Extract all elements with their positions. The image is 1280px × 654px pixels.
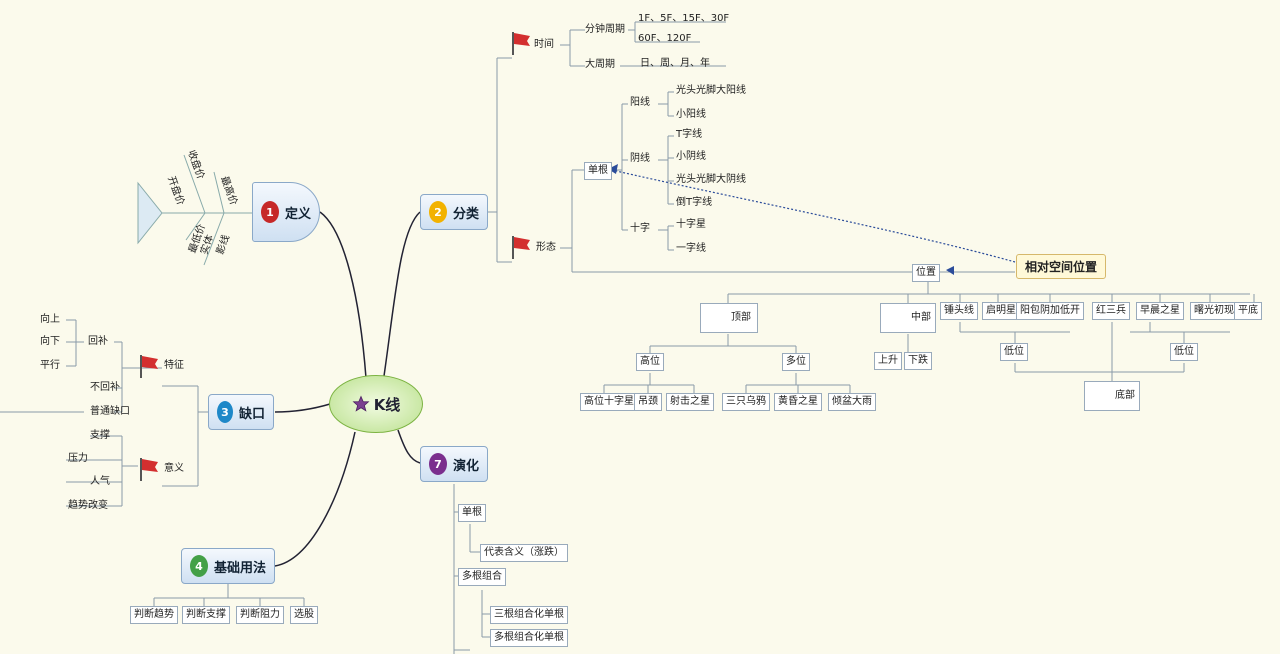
evolution-item[interactable]: 单根 — [458, 504, 486, 522]
time-small-value: 60F、120F — [638, 33, 692, 44]
time-small-label: 分钟周期 — [585, 24, 625, 35]
star-icon — [352, 395, 370, 412]
red-flag-icon — [140, 355, 158, 378]
single-node[interactable]: 单根 — [584, 162, 612, 180]
relation-dotted-line — [611, 169, 1016, 263]
cross-label: 十字 — [630, 223, 650, 234]
gap-direction-item: 平行 — [40, 360, 60, 371]
yin-label: 阴线 — [630, 153, 650, 164]
time-small-value: 1F、5F、15F、30F — [638, 13, 730, 24]
gap-feature-item: 普通缺口 — [90, 406, 130, 417]
gap-meaning-item: 人气 — [90, 476, 110, 487]
branch-definition — [319, 211, 367, 379]
evolution-item[interactable]: 多根组合 — [458, 568, 506, 586]
top-leaf[interactable]: 黄昏之星 — [774, 393, 822, 411]
number-1-icon: 1 — [261, 201, 279, 223]
yang-label: 阳线 — [630, 97, 650, 108]
middle-leaf[interactable]: 上升 — [874, 352, 902, 370]
bottom-leaf[interactable]: 早晨之星 — [1136, 302, 1184, 320]
yang-item: 光头光脚大阳线 — [676, 85, 746, 96]
shape-label: 形态 — [536, 242, 556, 253]
bottom-sub[interactable]: 低位 — [1000, 343, 1028, 361]
position-node[interactable]: 位置 — [912, 264, 940, 282]
gap-meaning-item: 压力 — [68, 453, 88, 464]
top-child[interactable]: 多位 — [782, 353, 810, 371]
central-topic-label: K线 — [373, 395, 401, 414]
yang-item: 小阳线 — [676, 109, 706, 120]
topic-basics[interactable]: 4 基础用法 — [181, 548, 275, 584]
gap-direction-item: 向下 — [40, 336, 60, 347]
bottom-leaf[interactable]: 曙光初现 — [1190, 302, 1238, 320]
topic-classification[interactable]: 2 分类 — [420, 194, 488, 230]
basics-item[interactable]: 判断阻力 — [236, 606, 284, 624]
branch-classification — [383, 211, 421, 377]
top-node[interactable]: 顶部 — [700, 303, 758, 333]
bottom-leaf[interactable]: 平底 — [1234, 302, 1262, 320]
gap-meaning-label: 意义 — [164, 463, 184, 474]
evolution-item[interactable]: 多根组合化单根 — [490, 629, 568, 647]
yin-item: 小阴线 — [676, 151, 706, 162]
branch-gap — [274, 403, 331, 413]
number-4-icon: 4 — [190, 555, 208, 577]
red-flag-icon — [512, 236, 530, 259]
yin-item: 光头光脚大阴线 — [676, 174, 746, 185]
gap-feature-item: 回补 — [88, 336, 108, 347]
evolution-item[interactable]: 三根组合化单根 — [490, 606, 568, 624]
gap-direction-item: 向上 — [40, 314, 60, 325]
top-leaf[interactable]: 三只乌鸦 — [722, 393, 770, 411]
time-big-value: 日、周、月、年 — [640, 58, 710, 69]
topic-gap[interactable]: 3 缺口 — [208, 394, 274, 430]
cross-item: 十字星 — [676, 219, 706, 230]
top-leaf[interactable]: 高位十字星 — [580, 393, 638, 411]
topic-definition[interactable]: 1 定义 — [252, 182, 320, 242]
top-leaf[interactable]: 倾盆大雨 — [828, 393, 876, 411]
red-flag-icon — [140, 458, 158, 481]
topic-evolution[interactable]: 7 演化 — [420, 446, 488, 482]
yin-item: T字线 — [676, 129, 703, 140]
evolution-item[interactable]: 代表含义（涨跌） — [480, 544, 568, 562]
basics-item[interactable]: 判断趋势 — [130, 606, 178, 624]
fishbone-shape — [137, 154, 252, 266]
central-topic[interactable]: K线 — [329, 375, 423, 433]
branch-basics — [274, 431, 356, 567]
top-leaf[interactable]: 射击之星 — [666, 393, 714, 411]
topic-evolution-label: 演化 — [452, 458, 479, 474]
topic-classification-label: 分类 — [452, 206, 479, 222]
bottom-leaf[interactable]: 锤头线 — [940, 302, 978, 320]
time-label: 时间 — [534, 39, 554, 50]
top-leaf[interactable]: 吊颈 — [634, 393, 662, 411]
gap-meaning-item: 支撑 — [90, 430, 110, 441]
topic-gap-label: 缺口 — [238, 406, 265, 422]
red-flag-icon — [512, 32, 530, 55]
top-child[interactable]: 高位 — [636, 353, 664, 371]
number-7-icon: 7 — [429, 453, 447, 475]
basics-item[interactable]: 判断支撑 — [182, 606, 230, 624]
bottom-sub[interactable]: 低位 — [1170, 343, 1198, 361]
basics-item[interactable]: 选股 — [290, 606, 318, 624]
number-2-icon: 2 — [429, 201, 447, 223]
gap-feature-item: 不回补 — [90, 382, 120, 393]
topic-basics-label: 基础用法 — [213, 560, 266, 576]
middle-leaf[interactable]: 下跌 — [904, 352, 932, 370]
bottom-leaf[interactable]: 启明星 — [982, 302, 1020, 320]
time-big-label: 大周期 — [585, 59, 615, 70]
bottom-node[interactable]: 底部 — [1084, 381, 1140, 411]
topic-definition-label: 定义 — [284, 206, 311, 222]
cross-item: 一字线 — [676, 243, 706, 254]
relative-position-callout[interactable]: 相对空间位置 — [1016, 254, 1107, 279]
bottom-leaf[interactable]: 阳包阴加低开 — [1016, 302, 1084, 320]
number-3-icon: 3 — [217, 401, 233, 423]
gap-feature-label: 特征 — [164, 360, 184, 371]
yin-item: 倒T字线 — [676, 197, 713, 208]
branch-evolution — [397, 429, 421, 464]
bottom-leaf[interactable]: 红三兵 — [1092, 302, 1130, 320]
gap-meaning-item: 趋势改变 — [68, 500, 108, 511]
middle-node[interactable]: 中部 — [880, 303, 936, 333]
